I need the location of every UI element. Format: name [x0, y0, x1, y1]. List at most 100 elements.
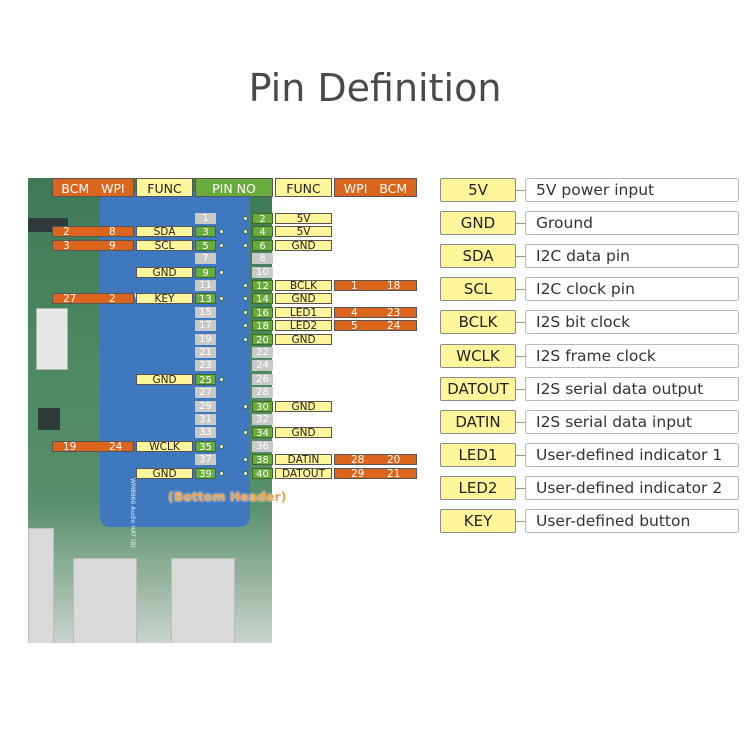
pin-number-even: 20: [252, 334, 273, 346]
header-wpi-left: WPI: [101, 181, 125, 196]
right-bcm-value: 24: [387, 320, 401, 332]
header-pin-no: PIN NO: [195, 178, 273, 197]
pin-number-even: 6: [252, 240, 273, 252]
legend-description: User-defined indicator 2: [525, 476, 739, 500]
left-wpi-value: 2: [109, 293, 116, 305]
pin-dot-odd: [219, 243, 224, 248]
right-func-cell: 5V: [275, 226, 332, 237]
left-wpi-value: 24: [109, 441, 123, 453]
legend-connector: [516, 289, 525, 290]
pin-dot-even: [243, 323, 248, 328]
header-bcm-right: BCM: [379, 181, 408, 196]
header-bcm-wpi-left: BCM WPI: [52, 178, 134, 197]
pin-number-odd: 9: [195, 267, 216, 279]
header-wpi-right: WPI: [343, 181, 368, 196]
legend-connector: [516, 521, 525, 522]
right-wpi-value: 4: [351, 307, 358, 319]
pin-dot-even: [243, 337, 248, 342]
pin-dot-even: [243, 216, 248, 221]
pin-number-even: 18: [252, 320, 273, 332]
left-func-cell: GND: [136, 374, 193, 385]
pin-number-odd: 21: [195, 347, 216, 358]
legend-description: Ground: [525, 211, 739, 235]
left-func-cell: WCLK: [136, 441, 193, 452]
legend-connector: [516, 455, 525, 456]
pin-dot-odd: [219, 444, 224, 449]
header-wpi-bcm-right: WPI BCM: [334, 178, 417, 197]
pin-number-even: 12: [252, 280, 273, 292]
legend-description: I2S serial data input: [525, 410, 739, 434]
legend-description: User-defined indicator 1: [525, 443, 739, 467]
page-title: Pin Definition: [248, 66, 502, 110]
pin-number-odd: 15: [195, 307, 216, 318]
right-func-cell: LED1: [275, 307, 332, 318]
pin-number-odd: 7: [195, 253, 216, 264]
right-func-cell: BCLK: [275, 280, 332, 291]
pin-dot-odd: [219, 229, 224, 234]
pin-number-odd: 11: [195, 280, 216, 291]
pin-number-odd: 13: [195, 293, 216, 305]
pin-dot-even: [243, 243, 248, 248]
board-component: [38, 408, 60, 430]
left-func-cell: SCL: [136, 240, 193, 251]
pin-number-odd: 27: [195, 387, 216, 398]
pin-number-even: 38: [252, 454, 273, 466]
right-func-cell: GND: [275, 293, 332, 304]
left-func-cell: KEY: [136, 293, 193, 304]
pin-number-even: 10: [252, 267, 273, 278]
pin-number-odd: 5: [195, 240, 216, 252]
pin-dot-odd: [219, 296, 224, 301]
legend-description: I2S serial data output: [525, 377, 739, 401]
usb-port: [171, 558, 235, 643]
pin-number-odd: 25: [195, 374, 216, 386]
legend-key: DATIN: [440, 410, 516, 434]
left-bcm-wpi-cell: 27 2: [52, 293, 134, 304]
legend-key: SDA: [440, 244, 516, 268]
legend-connector: [516, 256, 525, 257]
right-wpi-value: 28: [351, 454, 365, 466]
left-wpi-value: 9: [109, 240, 116, 252]
pin-number-even: 16: [252, 307, 273, 319]
left-func-cell: GND: [136, 267, 193, 278]
legend-connector: [516, 422, 525, 423]
right-func-cell: GND: [275, 240, 332, 251]
pin-number-odd: 1: [195, 213, 216, 224]
pin-number-even: 30: [252, 401, 273, 413]
pin-number-odd: 37: [195, 454, 216, 465]
right-bcm-value: 20: [387, 454, 401, 466]
pin-number-even: 34: [252, 427, 273, 439]
pin-dot-even: [243, 457, 248, 462]
hat-label: WM8960 Audio HAT (B): [129, 478, 136, 548]
right-wpi-value: 5: [351, 320, 358, 332]
pin-dot-even: [243, 404, 248, 409]
pin-dot-odd: [219, 471, 224, 476]
pin-dot-even: [243, 296, 248, 301]
pin-dot-even: [243, 310, 248, 315]
legend-description: I2S bit clock: [525, 310, 739, 334]
legend-key: LED2: [440, 476, 516, 500]
pin-number-even: 24: [252, 360, 273, 371]
legend-key: WCLK: [440, 344, 516, 368]
legend-connector: [516, 389, 525, 390]
pin-number-odd: 23: [195, 360, 216, 371]
pin-number-even: 2: [252, 213, 273, 225]
legend-connector: [516, 322, 525, 323]
right-bcm-value: 21: [387, 468, 401, 480]
pin-number-even: 8: [252, 253, 273, 264]
legend-key: DATOUT: [440, 377, 516, 401]
pin-number-odd: 39: [195, 468, 216, 480]
usb-port: [73, 558, 137, 643]
pin-number-odd: 17: [195, 320, 216, 331]
pin-number-odd: 19: [195, 334, 216, 345]
pin-number-even: 22: [252, 347, 273, 358]
right-func-cell: LED2: [275, 320, 332, 331]
left-bcm-value: 27: [63, 293, 77, 305]
pin-dot-odd: [219, 270, 224, 275]
legend-key: KEY: [440, 509, 516, 533]
legend-key: SCL: [440, 277, 516, 301]
right-func-cell: GND: [275, 401, 332, 412]
